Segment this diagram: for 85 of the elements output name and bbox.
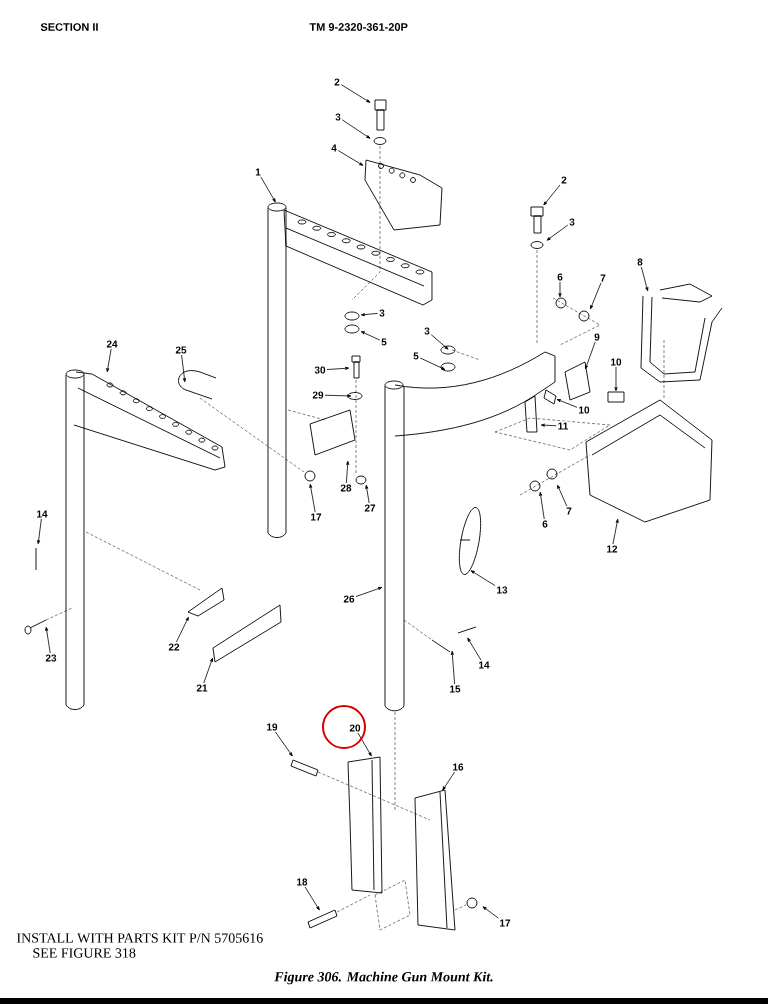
leader-line bbox=[540, 423, 557, 427]
leader-line bbox=[37, 518, 42, 545]
figure-caption: Figure 306. Machine Gun Mount Kit. bbox=[274, 971, 493, 985]
leader-line bbox=[640, 266, 649, 292]
callout-number: 14 bbox=[35, 509, 49, 519]
callout-number: 2 bbox=[333, 77, 341, 87]
callout-number: 23 bbox=[44, 653, 58, 663]
leader-line bbox=[470, 570, 496, 586]
leader-line bbox=[326, 366, 350, 370]
leader-line bbox=[176, 616, 189, 643]
callout-number: 27 bbox=[363, 503, 377, 513]
header-text: SECTION II bbox=[40, 23, 98, 31]
leader-line bbox=[546, 224, 569, 241]
callout-number: 3 bbox=[568, 217, 576, 227]
callout-number: 8 bbox=[636, 257, 644, 267]
callout-number: 5 bbox=[380, 337, 388, 347]
leader-line bbox=[557, 484, 568, 507]
leader-line bbox=[360, 313, 379, 317]
callout-number: 4 bbox=[330, 143, 338, 153]
leader-line bbox=[585, 341, 596, 370]
leader-line bbox=[442, 771, 456, 791]
callout-number: 18 bbox=[295, 877, 309, 887]
callout-number: 17 bbox=[498, 918, 512, 928]
callout-number: 28 bbox=[339, 483, 353, 493]
callout-number: 10 bbox=[609, 357, 623, 367]
leader-line bbox=[341, 119, 371, 139]
leader-line bbox=[482, 906, 499, 919]
callout-number: 1 bbox=[254, 167, 262, 177]
leader-line bbox=[275, 731, 293, 757]
leader-line bbox=[556, 399, 578, 408]
leader-line bbox=[304, 886, 320, 911]
callout-number: 16 bbox=[451, 762, 465, 772]
callout-number: 12 bbox=[605, 544, 619, 554]
callout-number: 14 bbox=[477, 660, 491, 670]
leader-line bbox=[260, 176, 276, 203]
callout-number: 26 bbox=[342, 594, 356, 604]
leader-line bbox=[337, 150, 364, 166]
callout-number: 3 bbox=[334, 112, 342, 122]
note-text: INSTALL WITH PARTS KIT P/N 5705616 bbox=[16, 933, 263, 943]
callout-number: 11 bbox=[556, 421, 570, 431]
leader-line bbox=[324, 394, 352, 398]
callout-number: 5 bbox=[412, 351, 420, 361]
callout-number: 13 bbox=[495, 585, 509, 595]
leader-line bbox=[614, 366, 618, 392]
leader-line bbox=[558, 281, 562, 298]
callout-number: 17 bbox=[309, 512, 323, 522]
callout-number: 3 bbox=[423, 326, 431, 336]
leader-line bbox=[365, 484, 370, 504]
leader-line bbox=[360, 331, 381, 341]
note-text: SEE FIGURE 318 bbox=[33, 948, 136, 958]
leader-line bbox=[203, 657, 213, 684]
callout-number: 6 bbox=[541, 519, 549, 529]
callout-number: 3 bbox=[378, 308, 386, 318]
callout-number: 24 bbox=[105, 339, 119, 349]
leader-line bbox=[345, 460, 350, 484]
callout-number: 20 bbox=[348, 723, 362, 733]
callout-number: 22 bbox=[167, 642, 181, 652]
leader-line bbox=[612, 518, 619, 545]
callout-number: 9 bbox=[593, 332, 601, 342]
callout-number: 7 bbox=[599, 273, 607, 283]
leader-line bbox=[590, 282, 602, 310]
callout-number: 19 bbox=[265, 722, 279, 732]
callout-number: 7 bbox=[565, 506, 573, 516]
leader-line bbox=[467, 637, 482, 661]
callout-number: 25 bbox=[174, 345, 188, 355]
callout-number: 29 bbox=[311, 390, 325, 400]
leader-line bbox=[309, 483, 316, 513]
leader-line bbox=[543, 184, 561, 206]
callout-number: 6 bbox=[556, 272, 564, 282]
callout-number: 2 bbox=[560, 175, 568, 185]
leader-line bbox=[419, 357, 446, 370]
leader-line bbox=[450, 650, 455, 685]
leader-line bbox=[357, 732, 372, 757]
header-text: TM 9-2320-361-20P bbox=[309, 23, 408, 31]
callout-number: 10 bbox=[577, 405, 591, 415]
leader-line bbox=[355, 587, 383, 597]
leader-line bbox=[340, 84, 371, 103]
leader-line bbox=[45, 626, 51, 654]
leader-line bbox=[430, 334, 449, 350]
leader-line bbox=[181, 354, 186, 383]
leader-line bbox=[539, 491, 545, 520]
callout-number: 15 bbox=[448, 684, 462, 694]
callout-number: 30 bbox=[313, 365, 327, 375]
callout-number: 21 bbox=[195, 683, 209, 693]
leader-line bbox=[106, 348, 112, 373]
